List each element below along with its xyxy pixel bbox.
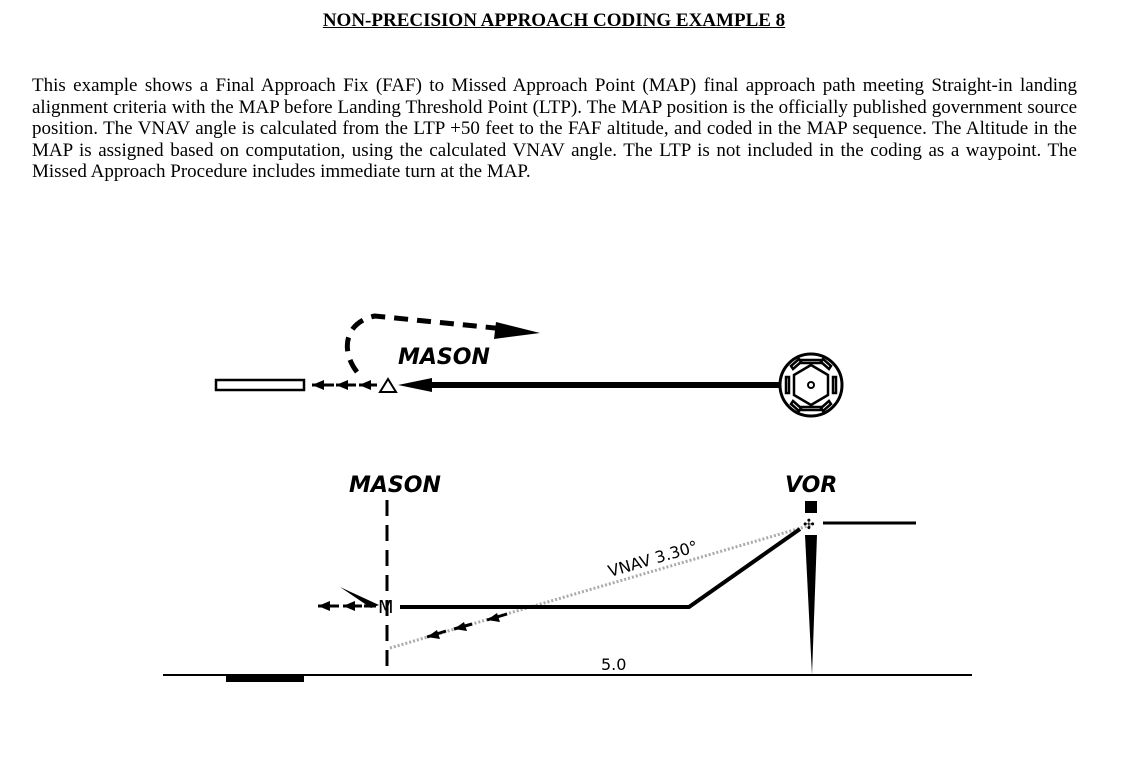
profile-faf-label: VOR: [785, 473, 837, 498]
vnav-arrows: [426, 612, 508, 639]
faf-fix-icon: ✣: [803, 517, 815, 533]
page-title: NON-PRECISION APPROACH CODING EXAMPLE 8: [322, 10, 786, 31]
turn-arrowhead: [340, 587, 379, 608]
plan-view: MASON: [214, 313, 844, 418]
final-approach-course: [398, 378, 780, 392]
intro-paragraph: This example shows a Final Approach Fix …: [32, 75, 1077, 182]
map-marker: M: [378, 597, 394, 618]
distance-label: 5.0: [601, 655, 626, 674]
missed-approach-arrowhead: [494, 322, 540, 339]
altitude-profile: [400, 527, 802, 609]
runway-arrows: [312, 380, 377, 390]
vor-tower: [805, 535, 817, 675]
plan-waypoint-label: MASON: [398, 345, 490, 370]
vortac-icon: [778, 352, 844, 418]
profile-view: MASON VNAV 3.30° M ✣ VOR 5.0: [163, 473, 972, 682]
vnav-path: [389, 523, 812, 650]
vor-station-icon: [805, 501, 817, 513]
runway-profile: [226, 676, 304, 682]
map-waypoint-icon: [378, 377, 398, 393]
missed-approach-path: [344, 313, 516, 374]
profile-map-label: MASON: [349, 473, 441, 498]
map-missed-arrows: [318, 601, 376, 611]
runway: [214, 378, 306, 392]
vnav-angle-label: VNAV 3.30°: [606, 537, 700, 581]
